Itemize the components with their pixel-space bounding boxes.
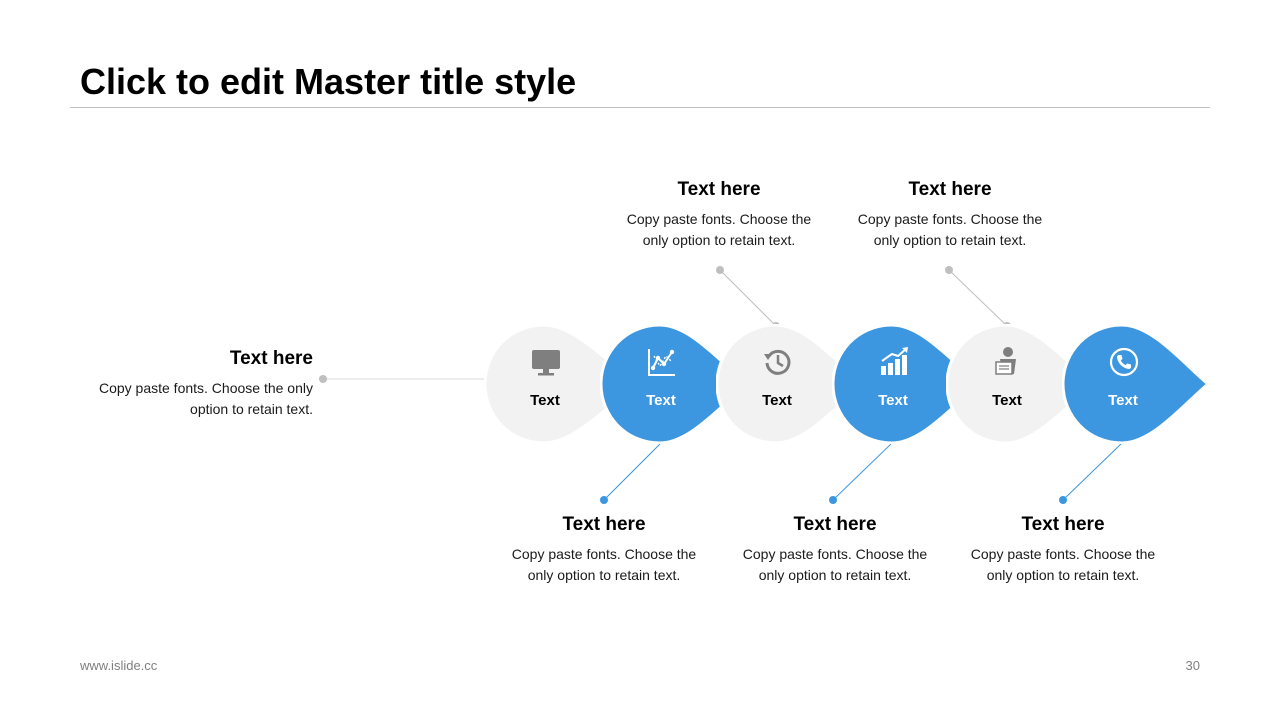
- chart-icon: [648, 349, 675, 376]
- step-node-4[interactable]: Text: [832, 324, 982, 444]
- callout-heading: Text here: [562, 514, 646, 535]
- page-number: 30: [1185, 658, 1200, 673]
- step-node-3[interactable]: Text: [716, 324, 866, 444]
- step-label: Text: [646, 392, 676, 409]
- callout-left: Text here Copy paste fonts. Choose the o…: [73, 347, 313, 420]
- step-node-5[interactable]: Text: [946, 324, 1096, 444]
- bar-growth-icon: [881, 347, 908, 375]
- step-label: Text: [992, 392, 1022, 409]
- slide-title[interactable]: Click to edit Master title style: [80, 61, 577, 102]
- callout-heading: Text here: [908, 179, 992, 200]
- step-node-1[interactable]: Text: [484, 324, 612, 444]
- presenter-icon: [995, 347, 1016, 375]
- monitor-icon: [532, 350, 560, 376]
- step-label: Text: [530, 392, 560, 409]
- callout-heading: Text here: [1021, 514, 1105, 535]
- callout-heading: Text here: [793, 514, 877, 535]
- step-node-6[interactable]: Text: [1062, 324, 1211, 444]
- history-icon: [764, 349, 791, 375]
- callout-heading: Text here: [677, 179, 761, 200]
- step-label: Text: [762, 392, 792, 409]
- phone-icon: [1109, 347, 1139, 377]
- step-node-2[interactable]: Text: [600, 324, 750, 444]
- step-label: Text: [1108, 392, 1138, 409]
- step-label: Text: [878, 392, 908, 409]
- footer-url: www.islide.cc: [80, 658, 158, 673]
- title-divider: [70, 107, 1210, 108]
- callout-heading: Text here: [229, 348, 313, 369]
